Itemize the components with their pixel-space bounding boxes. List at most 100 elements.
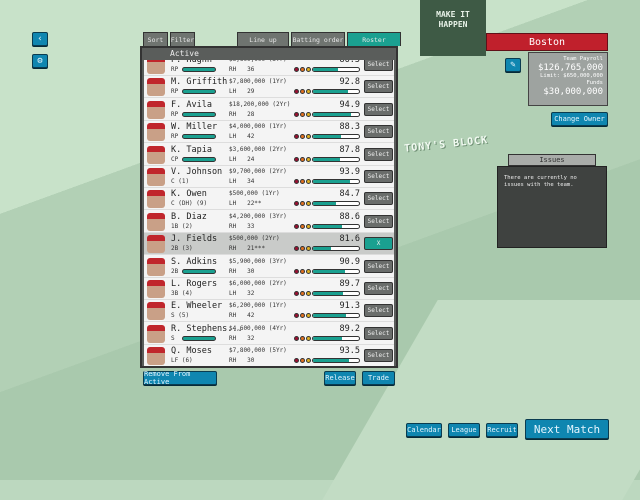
trait-dot [300,179,305,184]
trait-dot [306,335,311,341]
back-button[interactable]: ‹ [32,32,48,46]
select-button[interactable]: X [364,237,393,251]
tab-sort[interactable]: Sort [143,32,168,46]
select-button[interactable]: Select [364,282,393,295]
select-button[interactable]: Select [364,192,393,206]
select-button[interactable]: Select [364,60,393,71]
player-row[interactable]: K. Owen C (DH) (9) $500,000 (1Yr) LH 22*… [144,188,394,211]
player-hand-age: LH 42 [229,133,254,140]
trait-dot [306,67,311,72]
player-hand: LH [229,200,237,208]
trait-dot [294,134,299,140]
player-salary: $500,000 (2Yr) [229,235,280,243]
trait-dots [294,291,311,296]
select-button[interactable]: Select [364,259,393,273]
trait-dot [300,268,305,274]
trade-button[interactable]: Trade [362,371,395,385]
player-row[interactable]: V. Johnson C (1) $9,700,000 (2Yr) LH 34 … [144,166,394,188]
player-position: CP [171,155,179,163]
select-button[interactable]: Select [364,349,393,363]
player-name: Q. Moses [171,346,212,357]
player-avatar [147,168,165,186]
player-rating: 93.5 [339,346,360,357]
player-avatar [147,235,165,254]
player-rating: 81.6 [339,234,360,245]
player-position: RP [171,88,179,96]
player-hand: RH [229,312,237,320]
select-button[interactable]: Select [364,125,393,139]
select-button[interactable]: Select [364,326,393,340]
player-age: 30 [247,267,255,275]
roster-tabs: Sort Filter Line up Batting order Roster [143,32,401,46]
rating-bar-fill [313,112,352,116]
tab-roster[interactable]: Roster [347,32,401,46]
player-row[interactable]: F. Avila RP $18,200,000 (2Yr) RH 28 94.9… [144,99,394,121]
player-list[interactable]: P. Hughn RP $6,600,000 (3Yr) RH 36 86.5 … [144,60,394,366]
tab-line-up[interactable]: Line up [237,32,289,46]
recruit-button[interactable]: Recruit [486,423,518,437]
select-button[interactable]: Select [364,80,393,94]
player-hand-age: RH 33 [229,223,254,230]
release-button[interactable]: Release [324,371,356,385]
trait-dot [306,223,311,229]
rating-bar [312,313,360,319]
player-age: 24 [247,155,255,163]
player-rating: 88.6 [339,211,360,222]
player-row[interactable]: M. Griffith RP $7,800,000 (1Yr) LH 29 92… [144,76,394,99]
player-row[interactable]: J. Fields 2B (3) $500,000 (2Yr) RH 21***… [144,233,394,256]
trait-dots [294,223,311,229]
panel-title: Active [170,49,199,58]
trait-dot [306,313,311,319]
trait-dots [294,313,311,319]
select-button[interactable]: Select [364,170,393,183]
next-match-button[interactable]: Next Match [525,419,609,439]
rating-bar [312,134,360,140]
player-avatar [147,324,165,343]
select-button[interactable]: Select [364,102,393,116]
select-button[interactable]: Select [364,304,393,318]
player-age: 36 [247,66,255,73]
rating-bar-fill [313,247,331,251]
trait-dot [306,268,311,274]
trait-dot [294,246,299,252]
remove-from-active-button[interactable]: Remove From Active [143,370,217,386]
player-row[interactable]: S. Adkins 2B $5,900,000 (3Yr) RH 30 90.9… [144,256,394,278]
player-age: 32 [247,334,255,342]
trait-dot [306,134,311,140]
stamina-bar [182,67,216,72]
rating-bar [312,246,360,252]
player-row[interactable]: B. Diaz 1B (2) $4,200,000 (3Yr) RH 33 88… [144,211,394,233]
league-button[interactable]: League [448,423,480,437]
tab-filter[interactable]: Filter [170,32,195,46]
player-hand-age: LH 34 [229,178,254,185]
player-row[interactable]: K. Tapia CP $3,600,000 (2Yr) LH 24 87.8 … [144,144,394,166]
trait-dot [300,201,305,207]
player-row[interactable]: W. Miller RP $4,000,000 (1Yr) LH 42 88.3… [144,121,394,144]
player-hand-age: LH 29 [229,88,254,95]
stamina-bar [182,335,216,341]
settings-button[interactable]: ⚙ [32,54,48,68]
player-position: 1B (2) [171,222,193,230]
player-position: 2B [171,267,179,275]
player-salary: $9,700,000 (2Yr) [229,168,287,175]
change-owner-button[interactable]: Change Owner [551,112,608,126]
player-salary: $4,600,000 (4Yr) [229,324,287,332]
calendar-button[interactable]: Calendar [406,423,442,437]
player-avatar [147,257,165,276]
player-salary: $7,800,000 (1Yr) [229,78,287,86]
player-row[interactable]: Q. Moses LF (6) $7,800,000 (5Yr) RH 30 9… [144,345,394,366]
player-row[interactable]: E. Wheeler S (5) $6,200,000 (1Yr) RH 42 … [144,300,394,323]
trait-dot [306,89,311,95]
player-row[interactable]: R. Stephens... S $4,600,000 (4Yr) RH 32 … [144,323,394,345]
edit-team-button[interactable]: ✎ [505,58,521,72]
player-row[interactable]: P. Hughn RP $6,600,000 (3Yr) RH 36 86.5 … [144,60,394,76]
player-hand-age: LH 32 [229,290,254,297]
player-avatar [147,78,165,97]
player-row[interactable]: L. Rogers 3B (4) $6,000,000 (2Yr) LH 32 … [144,278,394,300]
tab-batting-order[interactable]: Batting order [291,32,345,46]
select-button[interactable]: Select [364,147,393,161]
trait-dot [294,111,299,117]
player-salary: $6,600,000 (3Yr) [229,60,287,63]
select-button[interactable]: Select [364,214,393,228]
trait-dots [294,358,311,364]
